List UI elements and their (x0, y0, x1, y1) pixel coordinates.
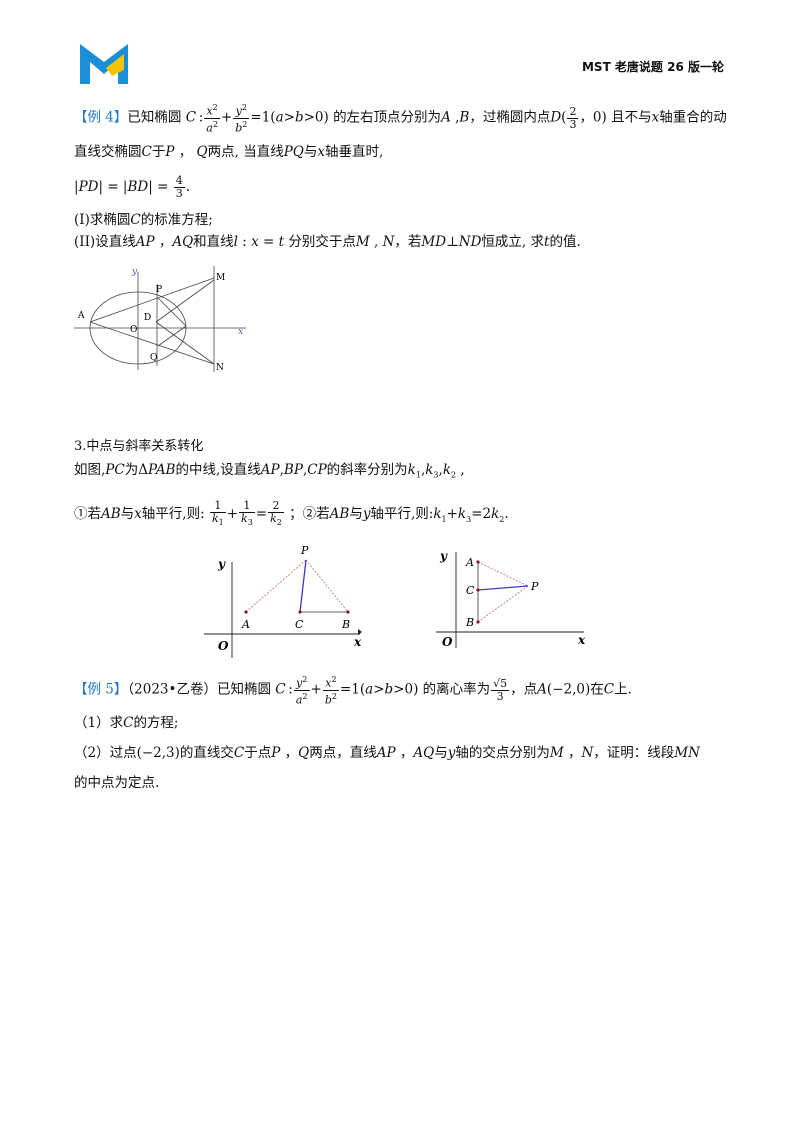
fig1-Q-label: Q (150, 353, 157, 363)
fig3-A-label: A (465, 556, 474, 569)
fig3-B-label: B (465, 616, 474, 629)
fig3-y-label: y (439, 549, 448, 563)
fig2-P-label: P (300, 544, 309, 557)
ellipse-figure: y x A O D P Q M N (74, 266, 246, 373)
triangle-figure-horizontal: y x O P A C B (204, 544, 362, 658)
fig2-B-label: B (341, 618, 350, 631)
header-title: MST 老唐说题 26 版一轮 (581, 60, 724, 74)
triangle-figure-vertical: y x O P A C B (436, 549, 586, 649)
sec3-title: 3.中点与斜率关系转化 (74, 439, 204, 454)
fig2-x-label: x (353, 635, 362, 649)
ex5-q3: 的中点为定点. (74, 775, 160, 791)
ex5-q2: （2）过点(−2,3)的直线交C于点P ，Q两点，直线AP ，AQ与y轴的交点分… (74, 745, 700, 761)
fig3-P-label: P (530, 580, 539, 593)
fig2-O-label: O (218, 639, 229, 653)
fig1-O-label: O (130, 325, 137, 335)
fig1-x-label: x (238, 327, 243, 337)
fig2-C-label: C (295, 618, 304, 631)
sec3-line1: 如图,PC为ΔPAB的中线,设直线AP,BP,CP的斜率分别为k1,k3,k2 … (74, 462, 465, 480)
brand-logo (80, 44, 128, 84)
ex4-q2: (II)设直线AP ，AQ和直线l : x = t 分别交于点M , N，若MD… (74, 234, 581, 250)
fig1-y-label: y (131, 267, 138, 277)
ex4-q1: (I)求椭圆C的标准方程; (74, 212, 213, 228)
fig1-P-label: P (156, 285, 162, 295)
fig3-x-label: x (577, 633, 586, 647)
ex4-line2: 直线交椭圆C于P ， Q两点, 当直线PQ与x轴垂直时, (74, 144, 384, 160)
fig1-M-label: M (216, 273, 225, 283)
fig1-D-label: D (144, 313, 151, 323)
fig3-C-label: C (466, 584, 475, 597)
ex5-tag: 【例 5】 (74, 681, 128, 698)
fig2-A-label: A (241, 618, 250, 631)
fig3-O-label: O (442, 635, 453, 649)
fig1-N-label: N (216, 363, 224, 373)
ex4-tag: 【例 4】 (74, 109, 128, 126)
ex5-q1: （1）求C的方程; (74, 715, 179, 731)
fig2-y-label: y (217, 557, 226, 571)
fig1-A-label: A (77, 311, 85, 321)
